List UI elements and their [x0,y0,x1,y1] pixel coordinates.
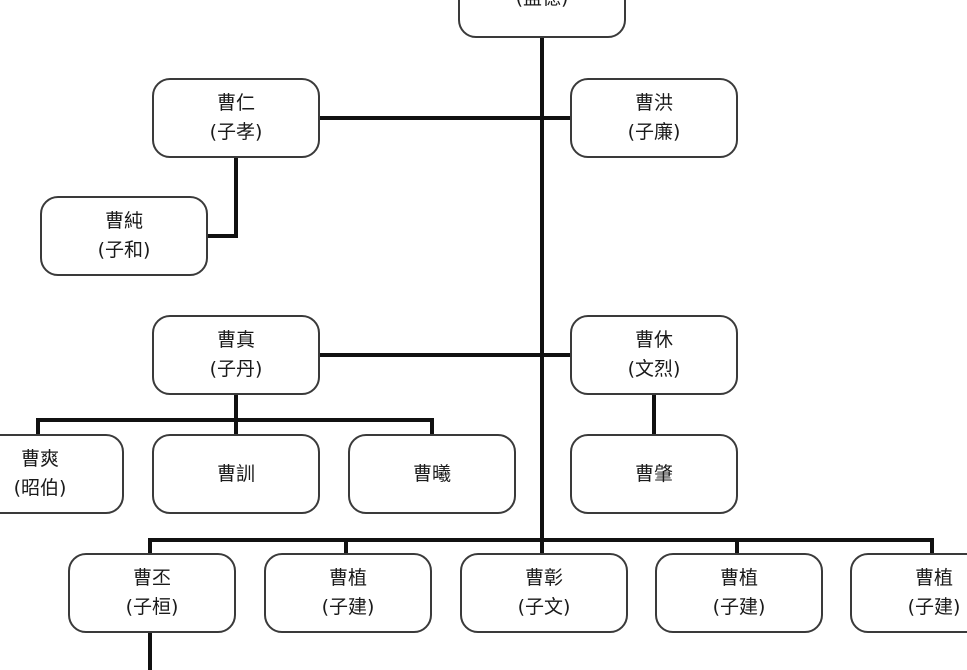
node-courtesy-name: (子廉) [627,121,681,143]
node-name: 曹純 [104,210,143,232]
node-cao-ren: 曹仁 (子孝) [152,78,320,158]
node-courtesy-name: (子建) [907,596,961,618]
node-cao-zhi-a: 曹植 (子建) [264,553,432,633]
node-cao-xi: 曹曦 [348,434,516,514]
node-name: 曹彰 [524,567,563,589]
node-courtesy-name: (子建) [321,596,375,618]
node-cao-cao: (孟德) [458,0,626,38]
node-courtesy-name: (子桓) [125,596,179,618]
node-name: 曹植 [914,567,953,589]
node-courtesy-name: (子建) [712,596,766,618]
node-cao-zhen: 曹真 (子丹) [152,315,320,395]
node-name: 曹肇 [634,462,673,485]
node-courtesy-name: (昭伯) [13,477,67,499]
node-cao-zhang: 曹彰 (子文) [460,553,628,633]
node-courtesy-name: (文烈) [627,358,681,380]
node-name: 曹植 [719,567,758,589]
node-courtesy-name: (子文) [517,596,571,618]
node-name: 曹訓 [216,462,255,485]
node-cao-zhi-b: 曹植 (子建) [655,553,823,633]
node-name: 曹爽 [20,448,59,470]
node-cao-chun: 曹純 (子和) [40,196,208,276]
node-cao-hong: 曹洪 (子廉) [570,78,738,158]
node-name: 曹休 [634,329,673,351]
node-cao-zhao: 曹肇 [570,434,738,514]
node-name: 曹仁 [216,92,255,114]
node-cao-xiu: 曹休 (文烈) [570,315,738,395]
node-courtesy-name: (子丹) [209,358,263,380]
node-cao-zhi-c: 曹植 (子建) [850,553,967,633]
node-cao-xun: 曹訓 [152,434,320,514]
node-name: 曹植 [328,567,367,589]
node-courtesy-name: (子和) [97,239,151,261]
node-name: 曹洪 [634,92,673,114]
node-cao-pi: 曹丕 (子桓) [68,553,236,633]
node-courtesy-name: (孟德) [516,0,569,13]
node-courtesy-name: (子孝) [209,121,263,143]
node-name: 曹真 [216,329,255,351]
node-cao-shuang: 曹爽 (昭伯) [0,434,124,514]
node-name: 曹曦 [412,462,451,485]
node-name: 曹丕 [132,567,171,589]
